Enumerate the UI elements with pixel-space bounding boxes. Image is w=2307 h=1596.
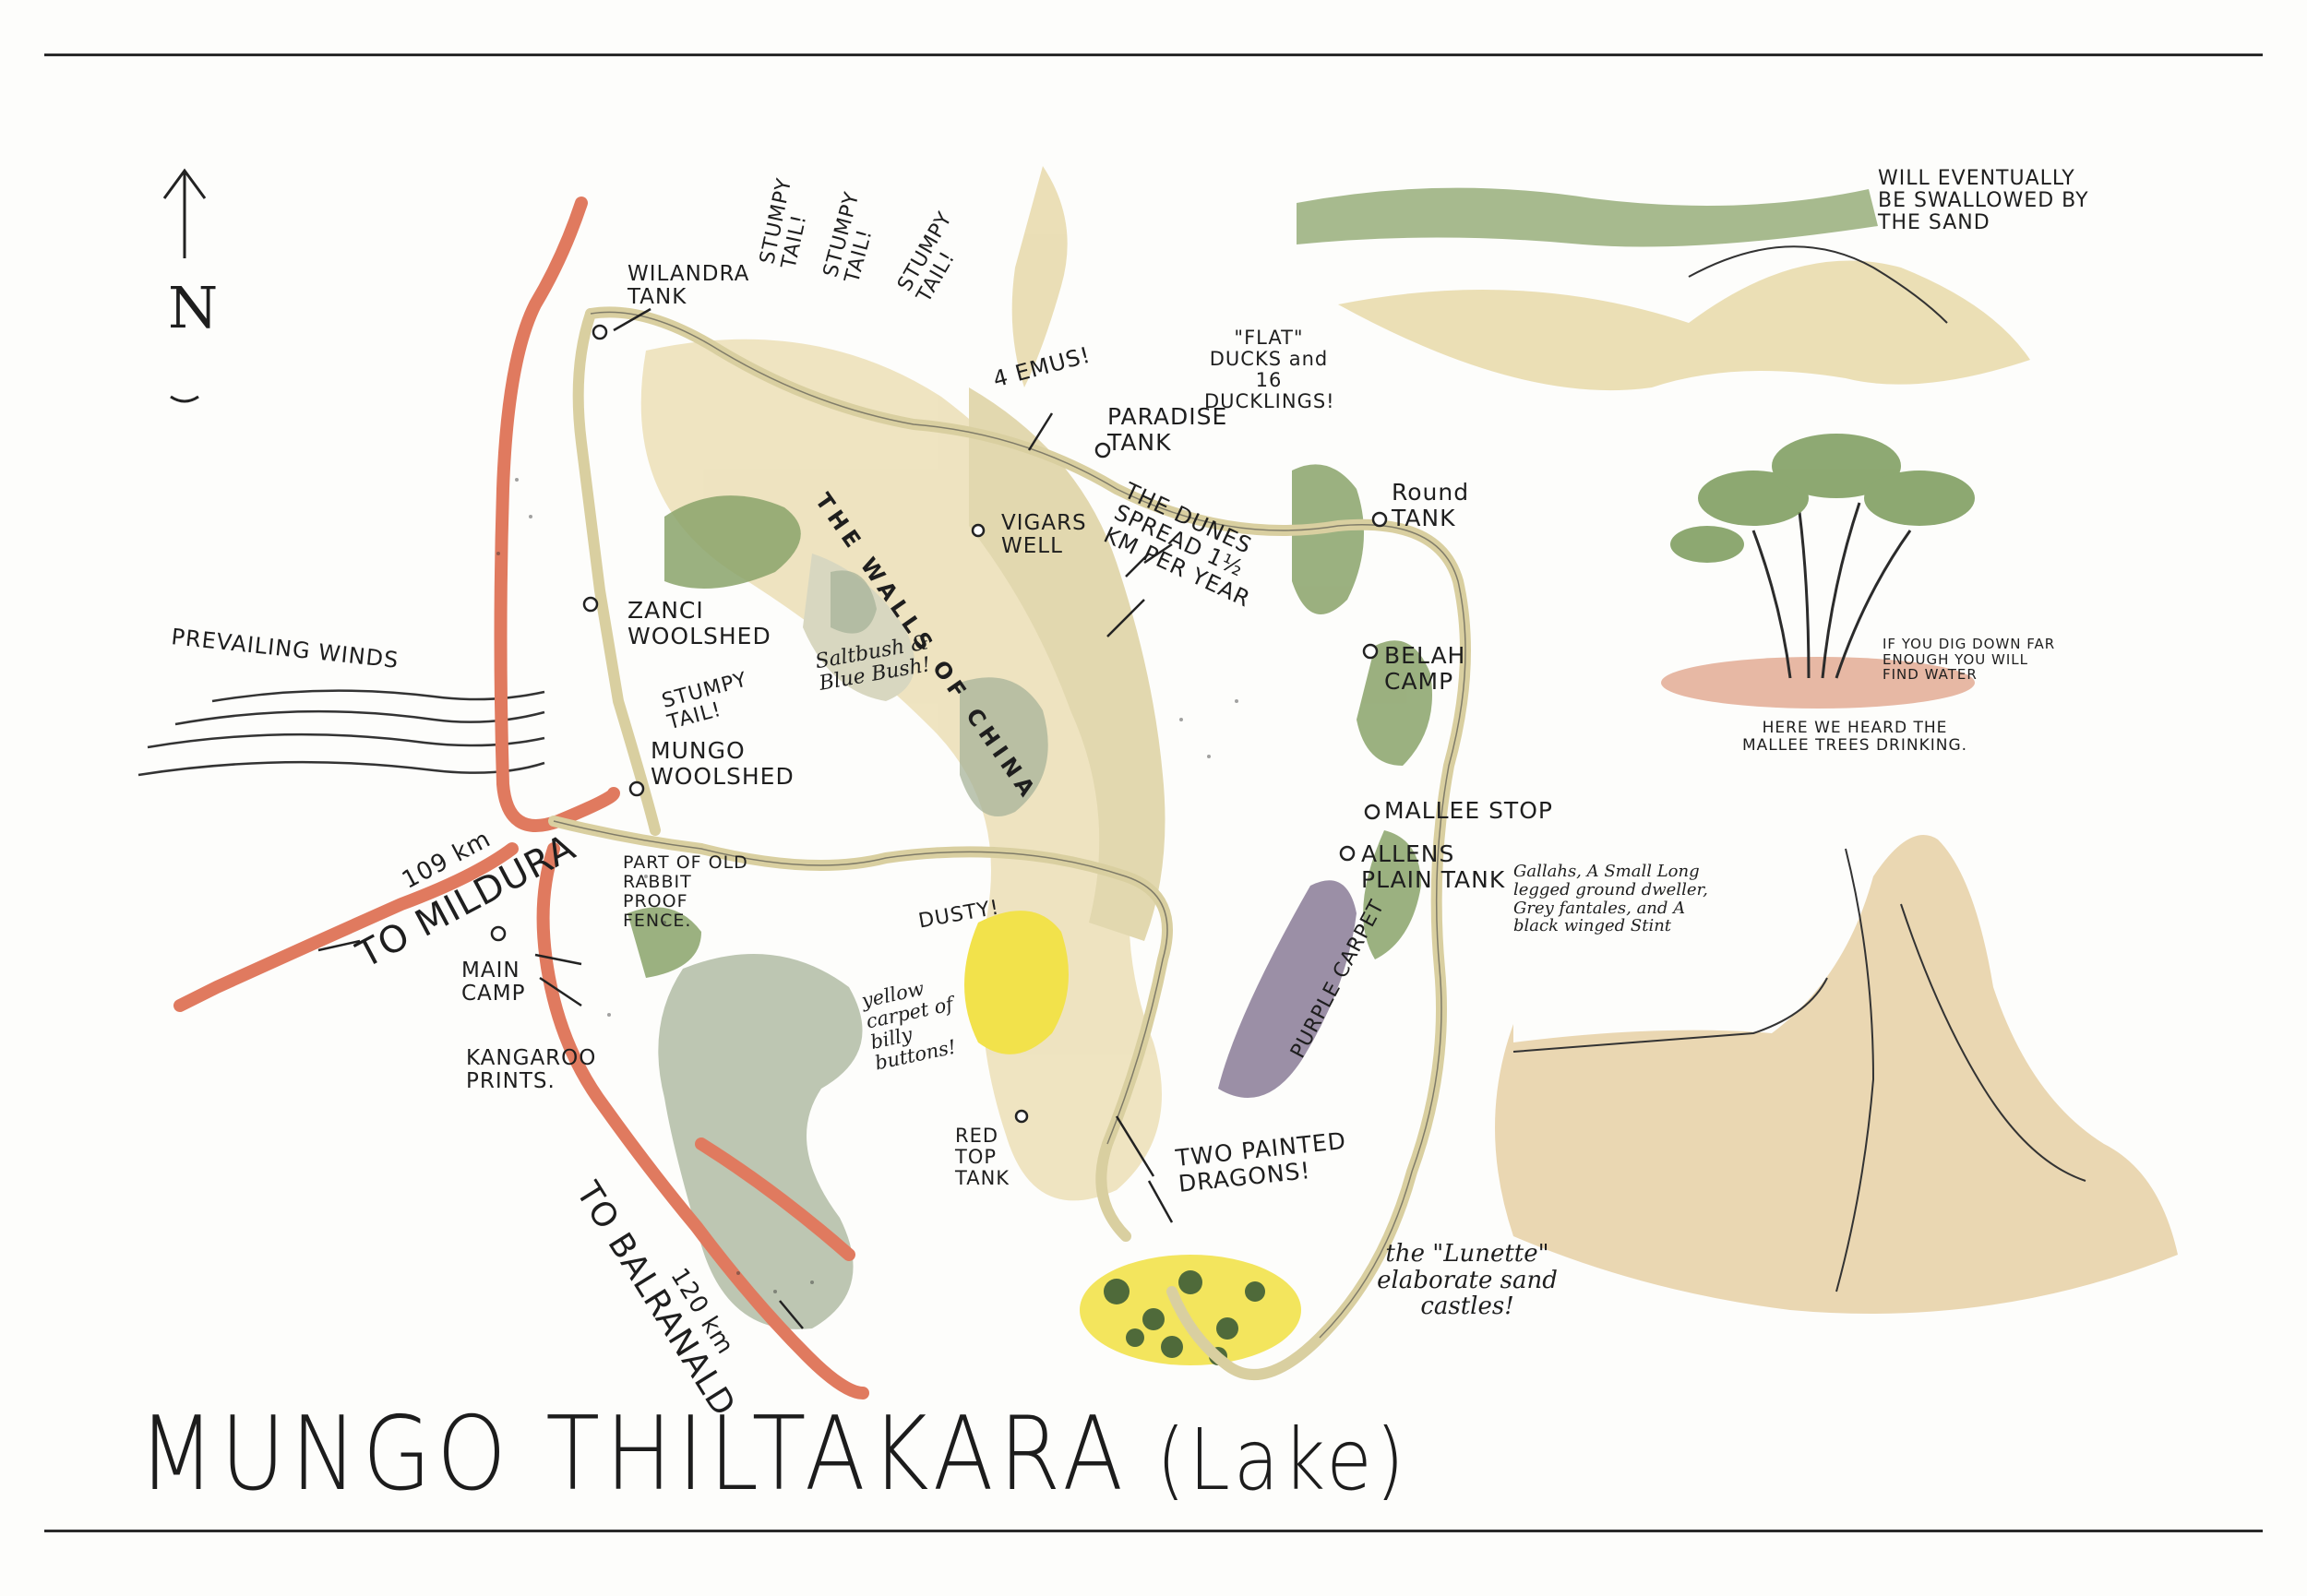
label-red-top-tank: RED TOP TANK [955,1125,1010,1190]
label-round-tank: Round TANK [1392,479,1470,531]
mallee-tree-vignette [1661,434,1975,709]
wind-lines [137,689,545,777]
label-main-camp: MAIN CAMP [461,959,526,1006]
label-paradise-tank: PARADISE TANK [1107,403,1228,456]
note-swallowed-by-sand: WILL EVENTUALLY BE SWALLOWED BY THE SAND [1878,167,2089,235]
billy-buttons-vignette [1080,1255,1301,1365]
label-belah-camp: BELAH CAMP [1384,642,1466,695]
place-markers [490,324,1388,1124]
note-birds: Gallahs, A Small Long legged ground dwel… [1513,862,1708,936]
track-outline [553,311,1466,1339]
scrub-patches [628,464,1432,978]
label-zanci-woolshed: ZANCI WOOLSHED [628,597,771,649]
note-mallee-drinking: HERE WE HEARD THE MALLEE TREES DRINKING. [1741,719,1968,755]
bottom-rule [44,1530,2263,1532]
map-title-main: MUNGO THILTAKARA [138,1394,1130,1514]
label-rabbit-fence: PART OF OLD RABBIT PROOF FENCE. [623,852,748,931]
top-rule [44,54,2263,56]
lunette-vignette [1495,835,2178,1314]
note-dig-for-water: IF YOU DIG DOWN FAR ENOUGH YOU WILL FIND… [1883,636,2056,683]
label-allens-plain-tank: ALLENS PLAIN TANK [1361,840,1506,893]
note-lunette: the "Lunette" elaborate sand castles! [1377,1240,1558,1321]
label-mallee-stop: MALLEE STOP [1384,797,1553,824]
pointer-arrows [317,307,1174,1329]
label-wilandra-tank: WILANDRA TANK [628,262,750,310]
label-flat-ducks: "FLAT" DUCKS and 16 DUCKLINGS! [1204,327,1335,413]
map-title: MUNGO THILTAKARA (Lake) [138,1395,1408,1514]
stipple [496,478,1238,1293]
label-mungo-woolshed: MUNGO WOOLSHED [651,737,795,790]
compass-north-letter: N [168,274,219,341]
yellow-carpet [964,911,1069,1054]
map-title-suffix: (Lake) [1156,1410,1408,1509]
purple-carpet [1218,880,1357,1098]
label-kangaroo-prints: KANGAROO PRINTS. [466,1046,597,1094]
north-arrow-icon [162,168,207,403]
label-vigars-well: VIGARS WELL [1001,511,1087,559]
dunes-vignette [1297,187,2030,391]
